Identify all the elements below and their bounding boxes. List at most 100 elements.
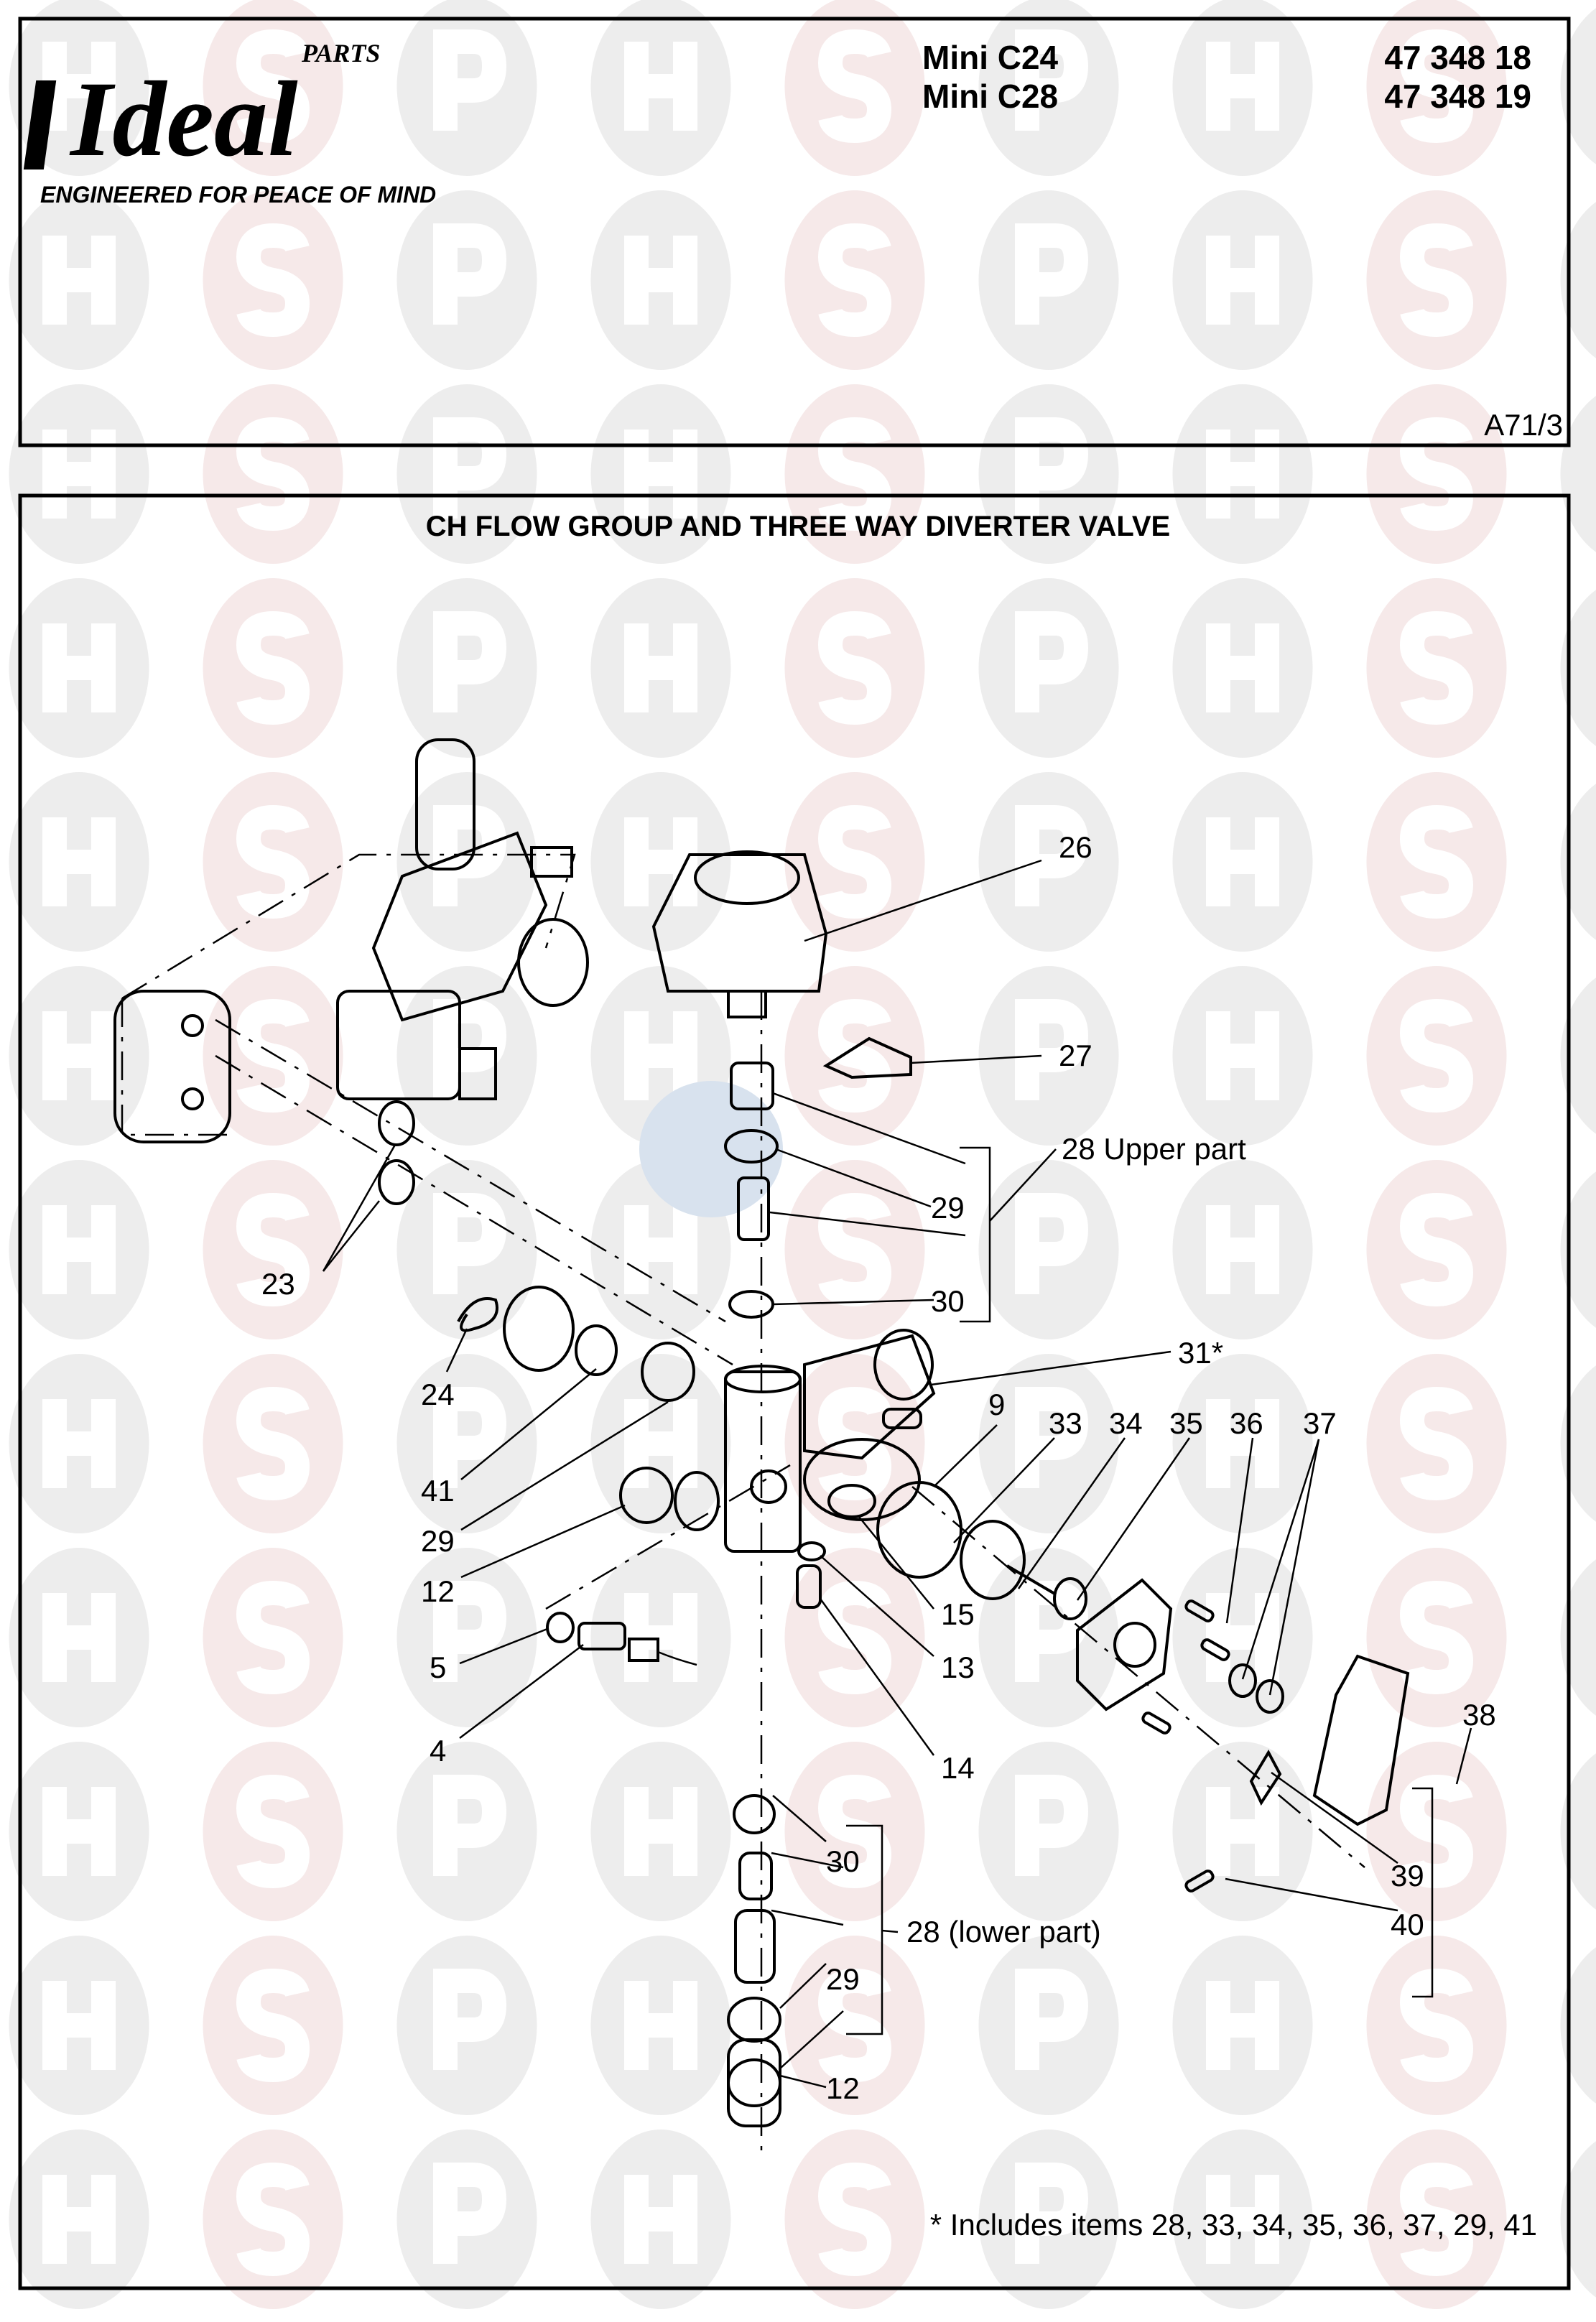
watermark-p-glyph-icon bbox=[1015, 223, 1089, 325]
callout-24: 24 bbox=[421, 1378, 455, 1411]
screw-36a bbox=[1184, 1599, 1215, 1622]
callout-12-left: 12 bbox=[421, 1574, 455, 1608]
watermark-p-glyph-icon bbox=[433, 1193, 507, 1294]
watermark-s-glyph-icon bbox=[236, 417, 310, 531]
seal-37a bbox=[1228, 1663, 1257, 1698]
diagram-panel: CH FLOW GROUP AND THREE WAY DIVERTER VAL… bbox=[18, 493, 1571, 2290]
callout-35: 35 bbox=[1169, 1406, 1203, 1440]
check-valve-41 bbox=[575, 1324, 618, 1376]
axis-line-1 bbox=[215, 1018, 726, 1323]
watermark-s-glyph-icon bbox=[236, 610, 310, 725]
watermark-s-glyph-icon bbox=[1399, 610, 1474, 725]
lower-cartridge-body bbox=[727, 2038, 781, 2127]
o-ring-23a bbox=[378, 1100, 415, 1146]
watermark-s-glyph-icon bbox=[236, 29, 310, 144]
watermark-s-glyph-icon bbox=[817, 1192, 892, 1307]
cover-bore bbox=[1113, 1622, 1156, 1668]
callout-29-left: 29 bbox=[421, 1524, 455, 1558]
watermark-s-glyph-icon bbox=[1399, 223, 1474, 338]
watermark-h-glyph-icon bbox=[1206, 1787, 1279, 1876]
watermark-h-glyph-icon bbox=[42, 1205, 116, 1294]
watermark-p-glyph-icon bbox=[1015, 999, 1089, 1100]
watermark-p-glyph-icon bbox=[433, 1775, 507, 1876]
callout-13: 13 bbox=[941, 1650, 975, 1684]
watermark-s-glyph-icon bbox=[1399, 417, 1474, 531]
watermark-circle bbox=[1560, 8, 1596, 164]
flow-group-assembly bbox=[336, 738, 589, 1100]
diagram-footnote: * Includes items 28, 33, 34, 35, 36, 37,… bbox=[930, 2208, 1537, 2242]
callout-labels: 26 27 28 Upper part 29 30 31* 9 33 34 35… bbox=[261, 830, 1496, 2105]
hsp-watermark bbox=[9, 0, 1596, 2309]
diagram-title: CH FLOW GROUP AND THREE WAY DIVERTER VAL… bbox=[426, 511, 1170, 542]
actuator-lever-39 bbox=[1249, 1749, 1282, 1806]
callout-29-lower: 29 bbox=[826, 1962, 860, 1996]
watermark-p-glyph-icon bbox=[1015, 417, 1089, 519]
pressure-nut bbox=[530, 846, 573, 878]
watermark-h-glyph-icon bbox=[624, 2175, 697, 2264]
watermark-s-glyph-icon bbox=[817, 2162, 892, 2277]
watermark-s-glyph-icon bbox=[236, 1386, 310, 1501]
lower-o-ring-29 bbox=[727, 1997, 781, 2043]
watermark-s-glyph-icon bbox=[1399, 1580, 1474, 1695]
watermark-p-glyph-icon bbox=[1015, 2163, 1089, 2264]
watermark-circle bbox=[1560, 396, 1596, 552]
bracket-lower bbox=[846, 1824, 883, 2035]
o-ring-29-left bbox=[641, 1342, 695, 1402]
diagram-border bbox=[18, 493, 1571, 2290]
watermark-h-glyph-icon bbox=[624, 1787, 697, 1876]
callout-28-upper: 28 Upper part bbox=[1062, 1132, 1246, 1166]
exchanger-port-bottom bbox=[181, 1087, 204, 1110]
watermark-s-glyph-icon bbox=[236, 2162, 310, 2277]
watermark-h-glyph-icon bbox=[42, 623, 116, 712]
main-body-top-thread bbox=[724, 1365, 802, 1393]
watermark-p-glyph-icon bbox=[1015, 1969, 1089, 2070]
watermark-s-glyph-icon bbox=[1399, 1192, 1474, 1307]
watermark-h-glyph-icon bbox=[624, 1205, 697, 1294]
watermark-h-glyph-icon bbox=[1206, 42, 1279, 131]
screw-36c bbox=[1141, 1712, 1172, 1734]
watermark-s-glyph-icon bbox=[236, 1968, 310, 2083]
watermark-p-glyph-icon bbox=[433, 2163, 507, 2264]
main-body-column bbox=[724, 1370, 802, 1553]
lower-cartridge-top bbox=[738, 1852, 773, 1900]
watermark-s-glyph-icon bbox=[236, 223, 310, 338]
bracket-38 bbox=[1412, 1787, 1434, 1998]
sheet-reference: A71/3 bbox=[1484, 408, 1563, 442]
watermark-s-glyph-icon bbox=[817, 804, 892, 919]
upper-o-ring-29 bbox=[724, 1129, 779, 1164]
callout-4: 4 bbox=[430, 1734, 446, 1768]
part-26-dome bbox=[694, 850, 800, 905]
watermark-p-glyph-icon bbox=[433, 417, 507, 519]
spring-35 bbox=[1053, 1577, 1087, 1620]
part-24-clip bbox=[457, 1297, 498, 1332]
watermark-circle bbox=[1560, 1171, 1596, 1328]
lower-washer-12 bbox=[727, 2058, 781, 2107]
watermark-h-glyph-icon bbox=[1206, 1593, 1279, 1682]
watermark-p-glyph-icon bbox=[433, 223, 507, 325]
sensor-axis-line bbox=[545, 1464, 791, 1610]
watermark-s-glyph-icon bbox=[1399, 804, 1474, 919]
watermark-s-glyph-icon bbox=[817, 610, 892, 725]
watermark-h-glyph-icon bbox=[1206, 2175, 1279, 2264]
watermark-h-glyph-icon bbox=[42, 236, 116, 325]
seal-37b bbox=[1256, 1679, 1284, 1714]
screw-36b bbox=[1200, 1638, 1230, 1661]
lower-o-ring-30 bbox=[733, 1794, 776, 1834]
watermark-h-glyph-icon bbox=[1206, 817, 1279, 906]
callout-12-lower: 12 bbox=[826, 2071, 860, 2105]
watermark-h-glyph-icon bbox=[1206, 623, 1279, 712]
watermark-h-glyph-icon bbox=[42, 2175, 116, 2264]
callout-36: 36 bbox=[1230, 1406, 1263, 1440]
washer-5 bbox=[546, 1612, 575, 1643]
watermark-s-glyph-icon bbox=[236, 1580, 310, 1695]
watermark-s-glyph-icon bbox=[817, 29, 892, 144]
diaphragm-plate-33 bbox=[876, 1481, 962, 1579]
watermark-p-glyph-icon bbox=[1015, 29, 1089, 131]
watermark-h-glyph-icon bbox=[624, 623, 697, 712]
model-code-1: 47 348 18 bbox=[1384, 39, 1531, 76]
callout-38: 38 bbox=[1462, 1698, 1496, 1732]
callout-28-lower: 28 (lower part) bbox=[906, 1915, 1101, 1949]
watermark-s-glyph-icon bbox=[1399, 1386, 1474, 1501]
watermark-h-glyph-icon bbox=[42, 1981, 116, 2070]
